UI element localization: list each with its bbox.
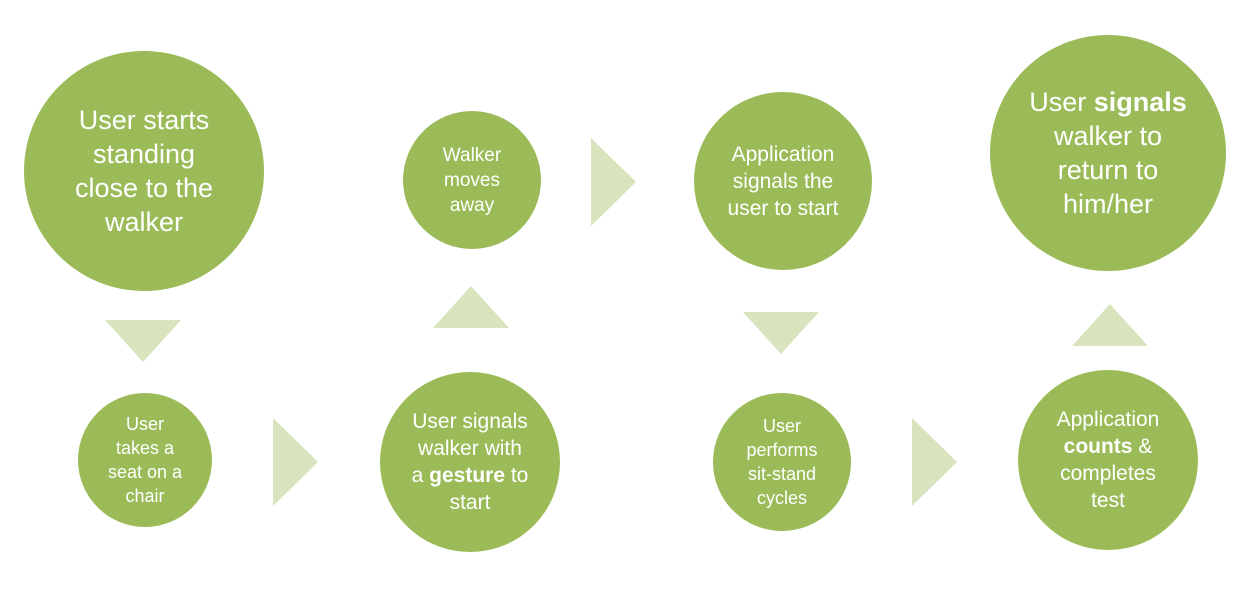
node-line: close to the: [74, 173, 214, 203]
node-line: standing: [92, 139, 196, 169]
node-line: signals the: [732, 169, 834, 193]
node-user-takes-seat: User takes a seat on a chair: [78, 393, 212, 527]
node-user-starts-standing: User starts standing close to the walker: [24, 51, 264, 291]
node-line: user to start: [727, 196, 839, 220]
node-line: User: [762, 416, 801, 436]
node-line: start: [449, 491, 491, 514]
node-text: Application counts & completes test: [1049, 406, 1168, 514]
node-line: walker: [104, 207, 184, 237]
node-application-counts: Application counts & completes test: [1018, 370, 1198, 550]
arrow-down-1: [105, 320, 181, 362]
node-line: takes a: [115, 438, 175, 458]
node-line: counts &: [1057, 433, 1160, 460]
node-line: completes: [1060, 462, 1156, 485]
node-line: return to: [1057, 155, 1159, 185]
arrow-up-2: [1072, 304, 1148, 346]
node-line: him/her: [1062, 189, 1154, 219]
node-line: User signals: [412, 410, 528, 433]
node-line: cycles: [756, 488, 807, 508]
node-line: User signals: [1029, 85, 1187, 119]
arrow-up-1: [433, 286, 509, 328]
node-line: Application: [731, 142, 835, 166]
node-line-bold: signals: [1093, 87, 1187, 117]
node-text: User starts standing close to the walker: [67, 103, 221, 239]
node-user-performs-cycles: User performs sit-stand cycles: [713, 393, 851, 531]
node-line: walker with: [418, 437, 522, 460]
node-line: User starts: [78, 105, 210, 135]
node-line: chair: [125, 486, 165, 506]
node-line: moves: [444, 169, 500, 191]
arrow-right-1: [273, 418, 318, 506]
node-user-signals-return: User signals walker to return to him/her: [990, 35, 1226, 271]
node-user-signals-gesture: User signals walker with a gesture to st…: [380, 372, 560, 552]
node-line: walker to: [1053, 121, 1163, 151]
node-walker-moves-away: Walker moves away: [403, 111, 541, 249]
node-line-pre: a: [411, 464, 430, 487]
node-line: performs: [746, 440, 818, 460]
node-line-pre: User: [1029, 87, 1094, 117]
arrow-right-2: [591, 138, 636, 226]
node-line: seat on a: [107, 462, 183, 482]
arrow-right-3: [912, 418, 957, 506]
node-line-post: &: [1132, 435, 1153, 458]
node-line: Application: [1056, 408, 1160, 431]
node-line-bold: gesture: [429, 464, 505, 487]
node-text: User performs sit-stand cycles: [738, 414, 825, 510]
node-line: test: [1091, 489, 1125, 512]
node-line: a gesture to: [412, 462, 529, 489]
arrow-down-2: [743, 312, 819, 354]
node-line: User: [125, 414, 164, 434]
node-text: User signals walker to return to him/her: [1021, 85, 1195, 221]
node-text: Walker moves away: [435, 143, 509, 218]
node-text: User signals walker with a gesture to st…: [404, 408, 537, 516]
node-application-signals-user: Application signals the user to start: [694, 92, 872, 270]
node-line: Walker: [442, 144, 502, 166]
node-text: Application signals the user to start: [720, 141, 847, 222]
node-line-post: to: [505, 464, 529, 487]
node-line: sit-stand: [747, 464, 816, 484]
node-line: away: [449, 194, 495, 216]
node-text: User takes a seat on a chair: [100, 412, 190, 508]
node-line-bold: counts: [1063, 435, 1133, 458]
